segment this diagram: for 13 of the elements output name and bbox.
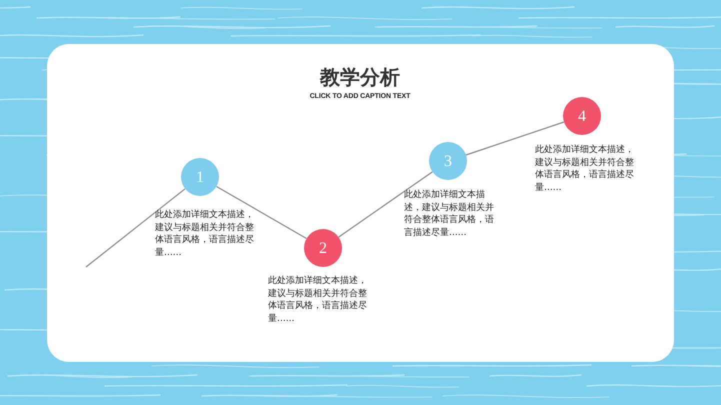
step-number: 2 bbox=[319, 240, 327, 256]
description-text: 此处添加详细文本描述，建议与标题相关并符合整体语言风格，语言描述尽量…… bbox=[535, 144, 635, 194]
step-number: 1 bbox=[196, 168, 204, 186]
title: 教学分析 bbox=[318, 64, 401, 90]
description-text: 此处添加详细文本描述，建议与标题相关并符合整体语言风格，语言描述尽量…… bbox=[404, 189, 495, 240]
description-text: 此处添加详细文本描述，建议与标题相关并符合整体语言风格，语言描述尽量…… bbox=[155, 209, 255, 260]
connector-line bbox=[216, 186, 307, 240]
description-text: 此处添加详细文本描述，建议与标题相关并符合整体语言风格，语言描述尽量…… bbox=[268, 275, 368, 326]
step-number: 4 bbox=[578, 108, 586, 124]
step-number: 3 bbox=[444, 152, 452, 170]
connector-line bbox=[86, 188, 186, 268]
connector-line bbox=[338, 171, 433, 238]
connector-line bbox=[466, 121, 564, 156]
